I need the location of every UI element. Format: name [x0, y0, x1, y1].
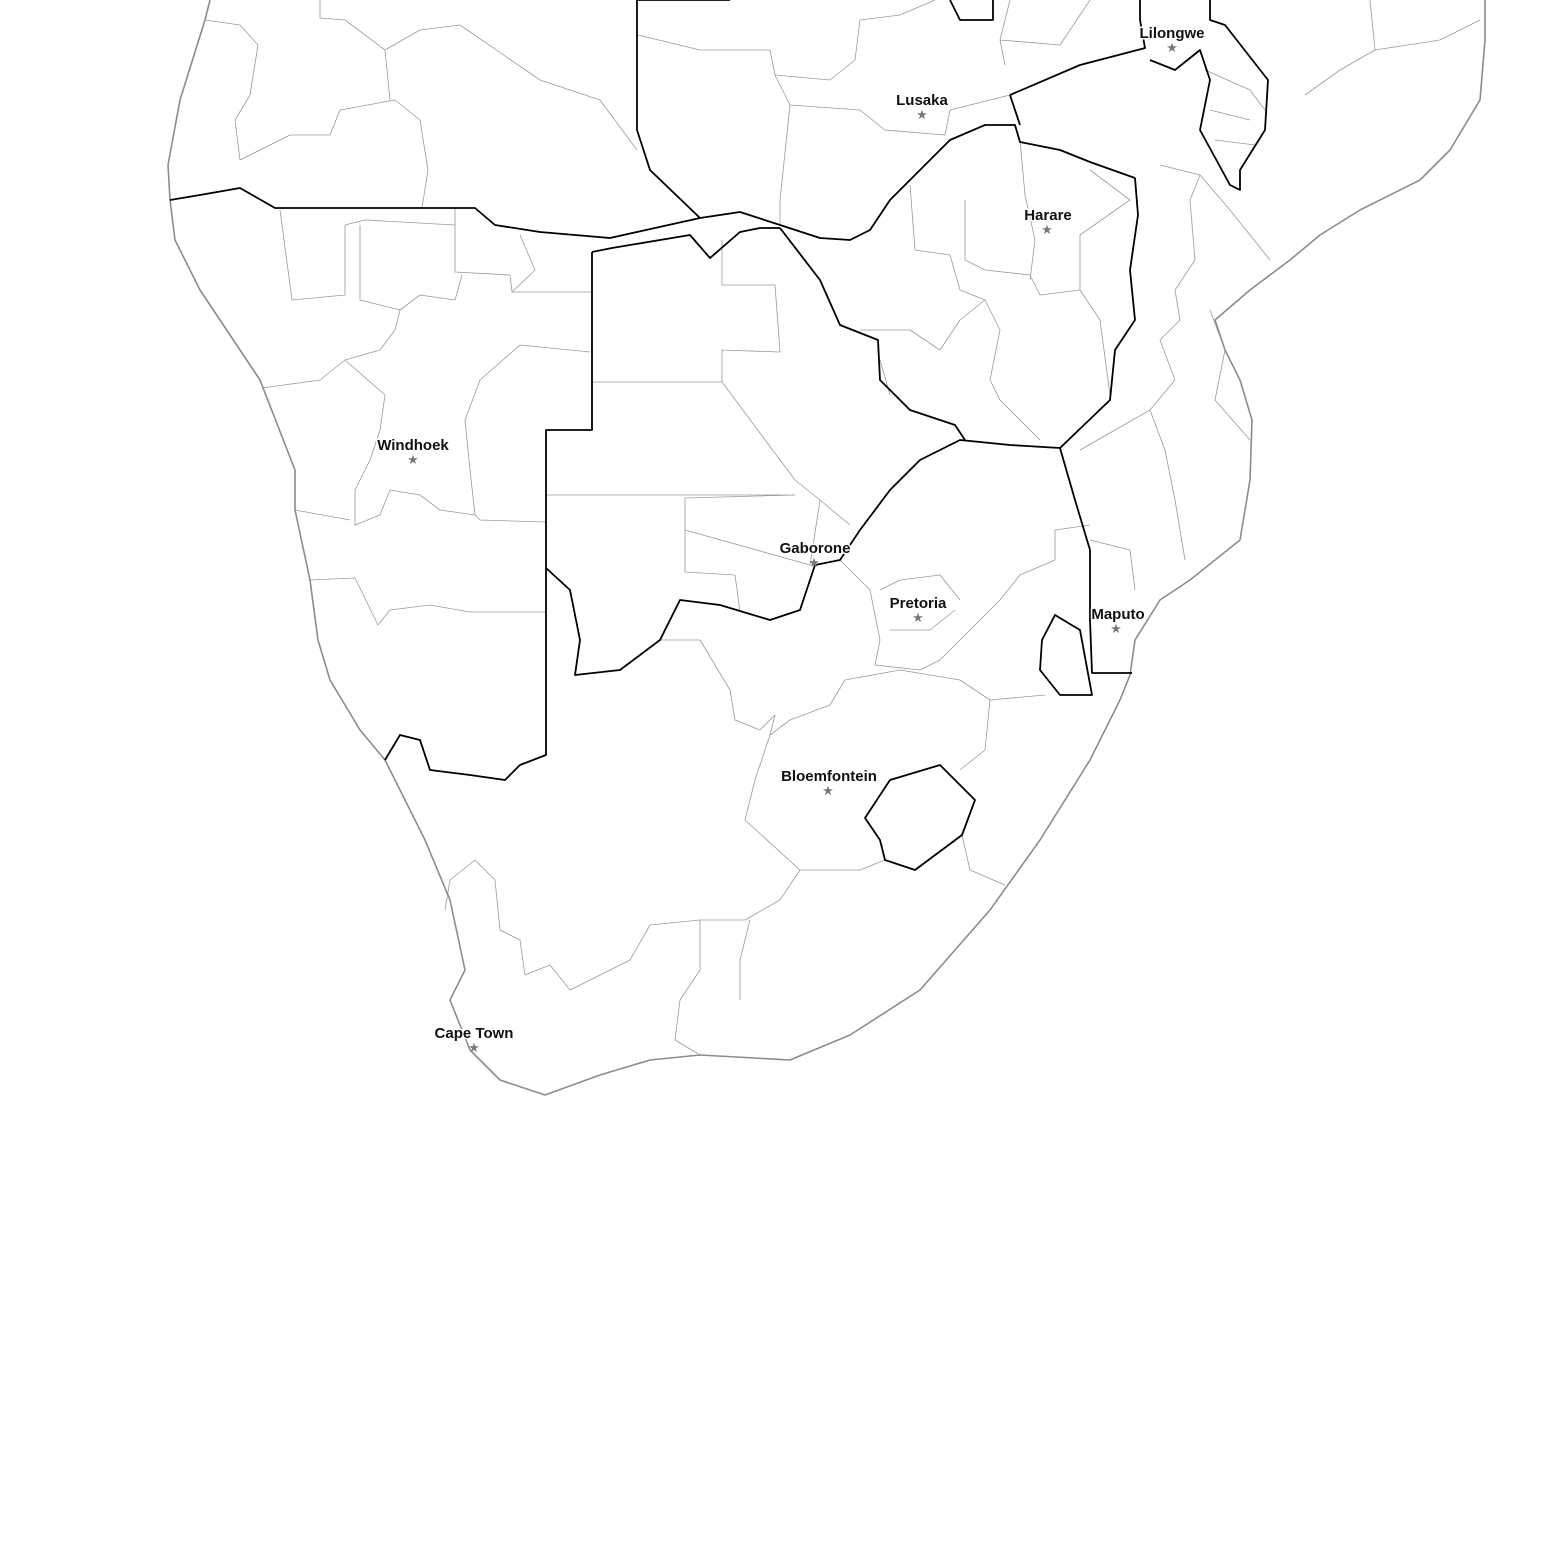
city-markers: Lilongwe★ Lusaka★ Harare★ Windhoek★ Gabo…	[376, 24, 1206, 1057]
border-drc-zambia	[949, 0, 994, 21]
border-namibia-botswana	[384, 252, 593, 781]
city-lilongwe[interactable]: Lilongwe★	[1138, 24, 1206, 57]
city-label: Maputo	[1091, 606, 1144, 623]
border-zimbabwe-mozambique	[1059, 177, 1139, 449]
border-botswana-zimbabwe	[779, 227, 966, 441]
border-mozambique-southafrica	[1059, 447, 1132, 674]
city-label: Lilongwe	[1140, 25, 1205, 42]
border-zambia-mozambique	[1009, 0, 1146, 126]
city-label: Windhoek	[377, 437, 449, 454]
border-angola-namibia	[169, 187, 781, 239]
border-lesotho	[864, 764, 976, 871]
border-angola-zambia	[636, 0, 730, 219]
star-icon: ★	[468, 1041, 480, 1056]
border-malawi	[1149, 0, 1269, 191]
country-borders	[169, 0, 1269, 871]
star-icon: ★	[808, 556, 820, 571]
border-caprivi	[591, 227, 780, 259]
border-zambia-zimbabwe	[779, 124, 1136, 241]
city-harare[interactable]: Harare★	[1023, 206, 1074, 239]
admin-boundaries	[204, 0, 1481, 1056]
city-label: Gaborone	[780, 540, 851, 557]
city-pretoria[interactable]: Pretoria★	[888, 594, 948, 627]
city-label: Bloemfontein	[781, 768, 877, 785]
city-windhoek[interactable]: Windhoek★	[376, 436, 451, 469]
coastline	[167, 0, 1486, 1096]
city-gaborone[interactable]: Gaborone★	[778, 539, 852, 572]
city-bloemfontein[interactable]: Bloemfontein★	[780, 767, 879, 800]
star-icon: ★	[1110, 622, 1122, 637]
city-label: Pretoria	[890, 595, 947, 612]
city-cape-town[interactable]: Cape Town★	[433, 1024, 515, 1057]
star-icon: ★	[1041, 223, 1053, 238]
city-label: Lusaka	[896, 92, 948, 109]
city-lusaka[interactable]: Lusaka★	[895, 91, 950, 124]
border-eswatini	[1039, 614, 1093, 696]
border-botswana-southafrica	[545, 439, 1061, 676]
city-label: Harare	[1024, 207, 1072, 224]
star-icon: ★	[1166, 41, 1178, 56]
star-icon: ★	[916, 108, 928, 123]
city-label: Cape Town	[435, 1025, 514, 1042]
star-icon: ★	[407, 453, 419, 468]
star-icon: ★	[912, 611, 924, 626]
star-icon: ★	[822, 784, 834, 799]
city-maputo[interactable]: Maputo★	[1090, 605, 1146, 638]
